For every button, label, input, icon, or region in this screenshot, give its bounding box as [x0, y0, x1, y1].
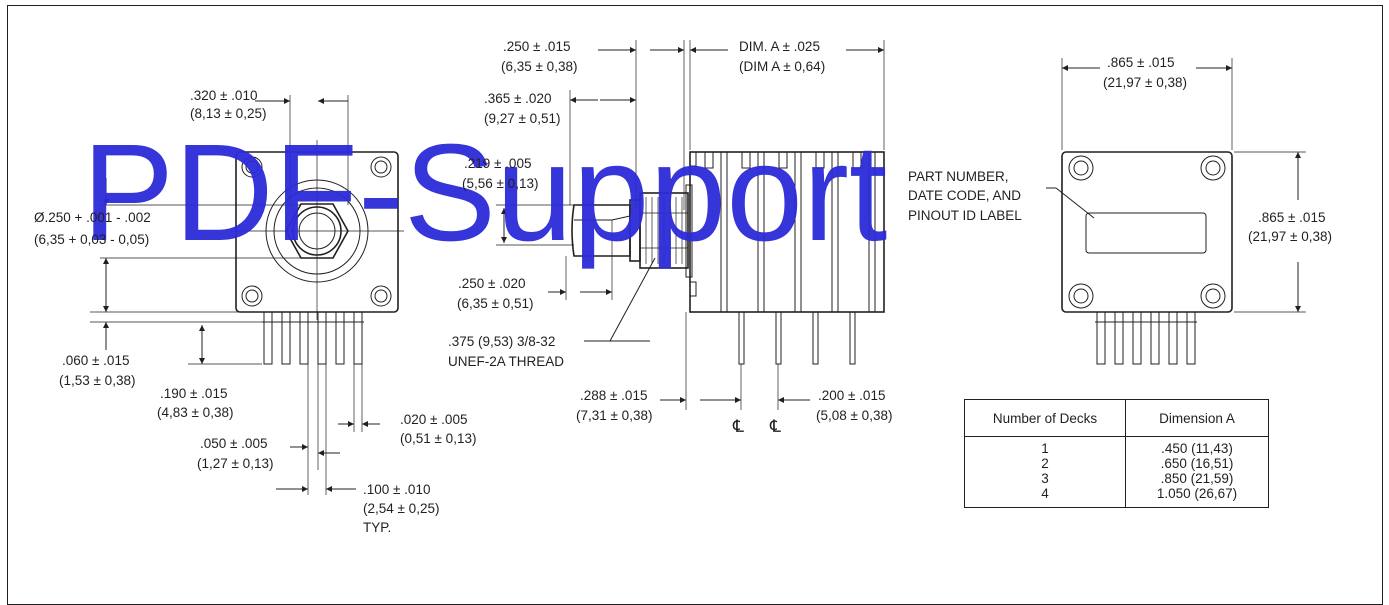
dim-bushing-250-a: .250 ± .020 — [458, 276, 525, 291]
front-dimension-labels: .320 ± .010 (8,13 ± 0,25) Ø.250 + .001 -… — [34, 88, 476, 535]
dim-bushing-250-b: (6,35 ± 0,51) — [457, 296, 533, 311]
dim-a-a: DIM. A ± .025 — [739, 39, 820, 54]
rear-dimension-labels: .865 ± .015 (21,97 ± 0,38) .865 ± .015 (… — [908, 55, 1332, 244]
front-view — [90, 95, 404, 495]
dim-200-a: .200 ± .015 — [818, 388, 885, 403]
table-cell: 3 — [964, 471, 1126, 486]
table-header-dimension: Dimension A — [1125, 399, 1269, 437]
table-cell: 1.050 (26,67) — [1125, 486, 1269, 508]
dim-100-a: .100 ± .010 — [363, 482, 430, 497]
dim-rear-width-a: .865 ± .015 — [1107, 55, 1174, 70]
centerline-mark-1: ℄ — [732, 417, 744, 436]
rear-pins — [1095, 311, 1197, 365]
centerline-mark-2: ℄ — [769, 417, 781, 436]
dim-rear-height-a: .865 ± .015 — [1258, 210, 1325, 225]
side-view — [496, 40, 885, 410]
dim-365-a: .365 ± .020 — [484, 91, 551, 106]
dim-365-b: (9,27 ± 0,51) — [484, 111, 560, 126]
dim-060-a: .060 ± .015 — [62, 353, 129, 368]
table-cell: .450 (11,43) — [1125, 436, 1269, 456]
dim-100-b: (2,54 ± 0,25) — [363, 501, 439, 516]
dim-219-a: .219 ± .005 — [464, 156, 531, 171]
dim-rear-height-b: (21,97 ± 0,38) — [1248, 229, 1332, 244]
dim-190-a: .190 ± .015 — [160, 386, 227, 401]
rear-housing — [1061, 151, 1233, 313]
dim-a-b: (DIM A ± 0,64) — [739, 59, 825, 74]
thread-spec-a: .375 (9,53) 3/8-32 — [448, 334, 555, 349]
front-pins — [262, 311, 364, 365]
dim-flat-250-b: (6,35 ± 0,38) — [501, 59, 577, 74]
dim-320-b: (8,13 ± 0,25) — [190, 106, 266, 121]
watermark: PDF-Support — [82, 116, 887, 270]
dim-flat-250-a: .250 ± .015 — [503, 39, 570, 54]
side-shaft — [571, 204, 631, 257]
dim-050-b: (1,27 ± 0,13) — [197, 456, 273, 471]
dim-100-typ: TYP. — [363, 520, 391, 535]
table-cell: .650 (16,51) — [1125, 456, 1269, 471]
pinout-label-area — [1085, 212, 1207, 254]
label-note-3: PINOUT ID LABEL — [908, 208, 1022, 223]
label-note-2: DATE CODE, AND — [908, 188, 1021, 203]
technical-drawing: PDF-Support .320 ± .010 (8,13 ± 0,25) Ø.… — [34, 39, 1332, 535]
dim-020-a: .020 ± .005 — [400, 412, 467, 427]
rear-view — [1046, 58, 1306, 365]
dim-050-a: .050 ± .005 — [200, 436, 267, 451]
dim-060-b: (1,53 ± 0,38) — [59, 373, 135, 388]
dim-020-b: (0,51 ± 0,13) — [400, 431, 476, 446]
dimension-a-table: Number of Decks Dimension A 1 .450 (11,4… — [964, 399, 1269, 508]
table-header-row: Number of Decks Dimension A — [964, 399, 1269, 437]
table-cell: .850 (21,59) — [1125, 471, 1269, 486]
table-cell: 4 — [964, 486, 1126, 508]
dim-320-a: .320 ± .010 — [190, 88, 257, 103]
dim-shaft-dia-a: Ø.250 + .001 - .002 — [34, 210, 151, 225]
dim-288-a: .288 ± .015 — [580, 388, 647, 403]
side-dimension-labels: .250 ± .015 (6,35 ± 0,38) DIM. A ± .025 … — [448, 39, 892, 436]
dim-219-b: (5,56 ± 0,13) — [462, 176, 538, 191]
dim-shaft-dia-b: (6,35 + 0,03 - 0,05) — [34, 232, 149, 247]
table-row: 3 .850 (21,59) — [964, 471, 1269, 486]
side-pins — [738, 311, 856, 365]
table-header-decks: Number of Decks — [964, 399, 1126, 437]
dim-200-b: (5,08 ± 0,38) — [816, 408, 892, 423]
side-bushing — [639, 192, 689, 269]
table-row: 1 .450 (11,43) — [964, 436, 1269, 456]
table-row: 4 1.050 (26,67) — [964, 486, 1269, 508]
label-note-1: PART NUMBER, — [908, 169, 1009, 184]
table-cell: 2 — [964, 456, 1126, 471]
thread-spec-b: UNEF-2A THREAD — [448, 354, 564, 369]
dim-288-b: (7,31 ± 0,38) — [576, 408, 652, 423]
table-cell: 1 — [964, 436, 1126, 456]
dim-rear-width-b: (21,97 ± 0,38) — [1103, 75, 1187, 90]
dim-190-b: (4,83 ± 0,38) — [157, 405, 233, 420]
table-row: 2 .650 (16,51) — [964, 456, 1269, 471]
